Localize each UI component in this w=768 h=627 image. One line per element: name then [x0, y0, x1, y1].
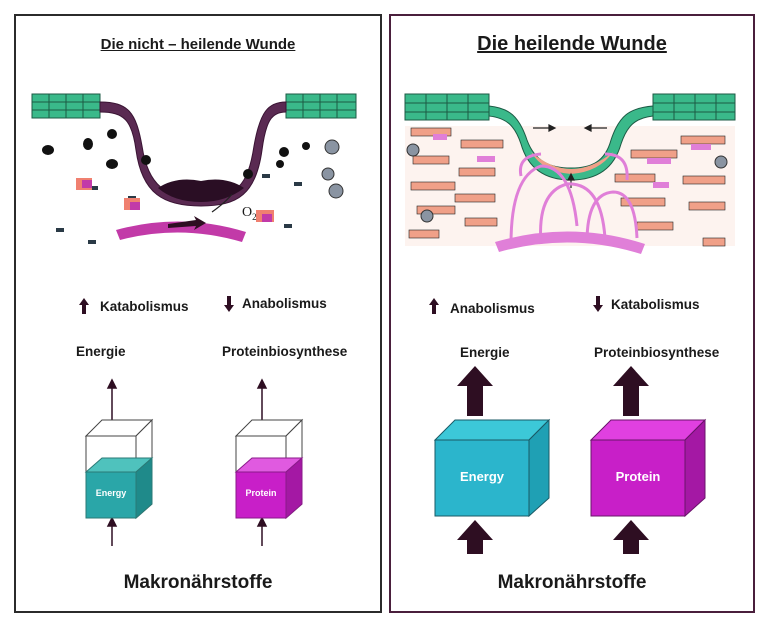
label-katabolismus: Katabolismus — [100, 299, 189, 314]
protein-cube-label: Protein — [615, 469, 661, 484]
label-anabolismus: Anabolismus — [450, 301, 535, 316]
protein-flow-arrows — [256, 378, 268, 546]
energy-cube-label: Energy — [459, 469, 505, 484]
blood-vessel — [495, 231, 645, 254]
non-healing-wound-illustration — [31, 93, 357, 546]
granulation-tissue — [405, 126, 735, 247]
energy-flow-arrows — [106, 378, 118, 546]
panel-title: Die nicht – heilende Wunde — [100, 36, 296, 53]
oxygen-symbol: O — [242, 205, 253, 220]
epithelium-right — [285, 93, 357, 119]
protein-cube-small — [234, 418, 304, 520]
label-proteinbiosynthese: Proteinbiosynthese — [594, 345, 720, 360]
protein-flow-arrows — [613, 366, 649, 554]
oxygen-label: O2 — [242, 205, 257, 222]
label-anabolismus: Anabolismus — [242, 296, 327, 311]
epithelium-left — [31, 93, 101, 119]
protein-cube-label: Protein — [245, 488, 277, 498]
wound-crater — [99, 101, 287, 207]
down-arrow-icon — [224, 296, 234, 312]
label-proteinbiosynthese: Proteinbiosynthese — [222, 344, 348, 359]
oxygen-subscript: 2 — [252, 211, 257, 222]
up-arrow-icon — [79, 298, 89, 314]
wound-scab — [158, 179, 244, 202]
new-blood-vessels — [509, 152, 639, 245]
protein-cube-large — [589, 418, 707, 518]
energy-flow-arrows — [457, 366, 493, 554]
round-cells — [321, 139, 344, 199]
oxygen-arrow — [211, 193, 233, 213]
footer-makronaehrstoffe: Makronährstoffe — [497, 572, 647, 593]
healing-wound-illustration — [404, 93, 736, 554]
panel-healing-wound: Die heilende Wunde — [389, 14, 755, 613]
blood-vessel — [116, 221, 246, 242]
migration-arrows — [533, 124, 607, 188]
epithelium-right — [652, 93, 736, 121]
energy-cube-large — [433, 418, 551, 518]
up-arrow-icon — [429, 298, 439, 314]
flow-arrow — [168, 216, 206, 230]
cell-fragments — [42, 129, 310, 179]
energy-cube-small — [84, 418, 154, 520]
panel-title: Die heilende Wunde — [477, 33, 667, 55]
energy-cube-label: Energy — [95, 488, 127, 498]
epithelium-left — [404, 93, 490, 121]
label-energie: Energie — [460, 345, 510, 360]
panel-non-healing-wound: Die nicht – heilende Wunde — [14, 14, 382, 613]
label-energie: Energie — [76, 344, 126, 359]
damaged-tissue — [76, 178, 274, 222]
label-katabolismus: Katabolismus — [611, 297, 700, 312]
footer-makronaehrstoffe: Makronährstoffe — [123, 572, 273, 593]
down-arrow-icon — [593, 296, 603, 312]
